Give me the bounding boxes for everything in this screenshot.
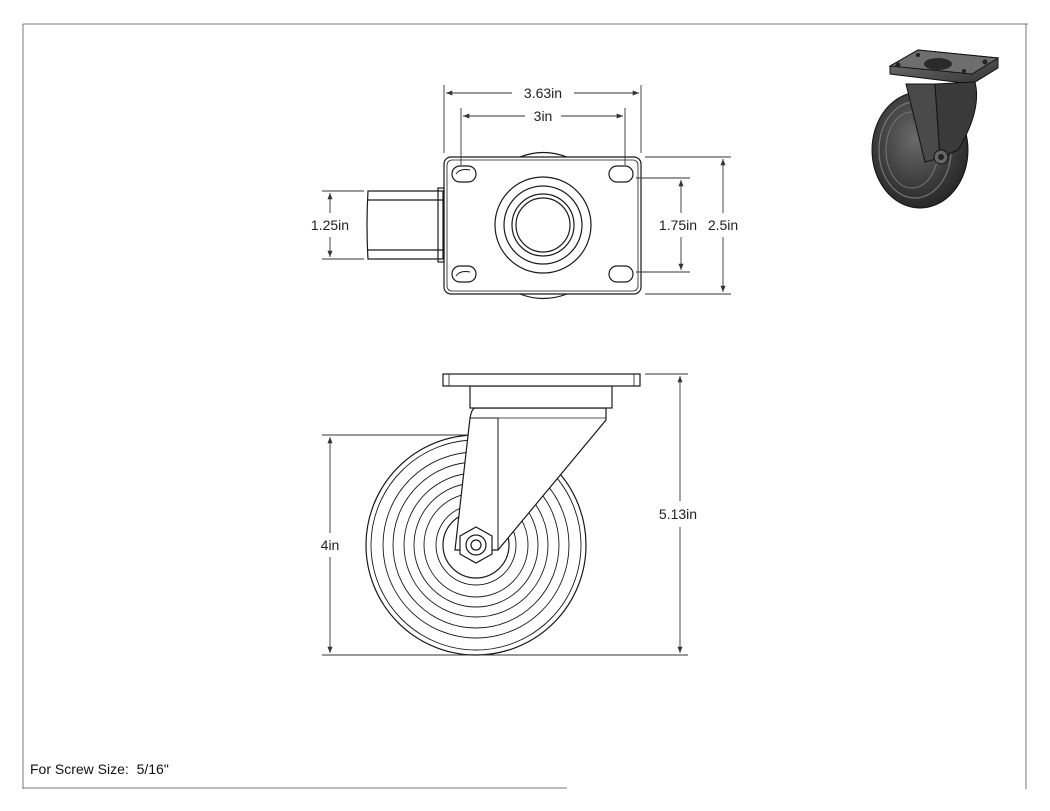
side-view xyxy=(365,373,641,656)
swivel-housing xyxy=(469,385,613,409)
top-view-dimensions xyxy=(322,85,731,295)
top-view-stem xyxy=(366,190,444,260)
bolt-slot-icon xyxy=(608,165,634,183)
top-plate xyxy=(443,156,642,295)
side-plate xyxy=(442,373,641,387)
dim-stem-height-label: 1.25in xyxy=(311,217,349,233)
bolt-slot-icon xyxy=(451,165,477,183)
axle-nut-icon xyxy=(459,526,493,564)
screw-size-value: 5/16" xyxy=(136,761,169,777)
top-view-dim-labels: 3.63in 3in 1.25in 1.75in 2.5in xyxy=(311,85,738,233)
dim-plate-height-label: 2.5in xyxy=(708,217,738,233)
swivel-raceway xyxy=(494,176,592,274)
top-view xyxy=(366,151,642,300)
screw-size-note: For Screw Size: 5/16" xyxy=(30,761,169,777)
dim-overall-height-label: 5.13in xyxy=(659,506,697,522)
screw-size-label: For Screw Size: xyxy=(30,761,129,777)
dim-wheel-diameter-label: 4in xyxy=(321,537,340,553)
bolt-slot-icon xyxy=(608,265,634,283)
dim-hole-width-label: 3in xyxy=(534,108,553,124)
side-view-dim-labels: 4in 5.13in xyxy=(321,506,697,553)
dim-overall-width-label: 3.63in xyxy=(524,85,562,101)
dim-hole-height-label: 1.75in xyxy=(659,217,697,233)
side-view-dimensions xyxy=(322,373,688,656)
sheet-border xyxy=(22,23,1028,789)
bolt-slot-icon xyxy=(451,265,477,283)
caster-render-image xyxy=(871,49,1000,209)
